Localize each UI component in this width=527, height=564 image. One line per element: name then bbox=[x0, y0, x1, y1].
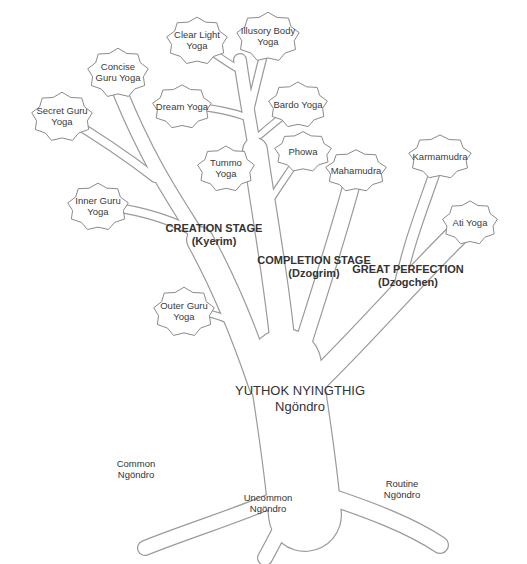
leaf-node: Illusory Body Yoga bbox=[235, 9, 301, 63]
root-label: Uncommon Ngöndro bbox=[236, 492, 300, 514]
leaf-node: Bardo Yoga bbox=[267, 79, 329, 129]
leaf-shape bbox=[153, 85, 212, 128]
leaf-node: Karmamudra bbox=[407, 132, 473, 180]
leaf-label: Phowa bbox=[288, 146, 317, 157]
leaf-node: Dream Yoga bbox=[151, 82, 213, 130]
leaf-node: Clear Light Yoga bbox=[165, 14, 229, 66]
leaf-shape bbox=[237, 12, 299, 60]
leaf-node: Concise Guru Yoga bbox=[86, 45, 150, 99]
leaf-label: Bardo Yoga bbox=[273, 99, 322, 110]
leaf-node: Secret Guru Yoga bbox=[30, 89, 94, 143]
stage-label: CREATION STAGE (Kyerim) bbox=[155, 222, 273, 248]
leaf-shape bbox=[275, 132, 332, 171]
branch-fills bbox=[66, 38, 468, 558]
branch bbox=[305, 224, 468, 392]
leaf-shape bbox=[269, 82, 328, 127]
leaf-shape bbox=[326, 150, 387, 191]
leaf-node: Mahamudra bbox=[324, 147, 388, 193]
leaf-shape bbox=[32, 92, 93, 140]
root-label: Common Ngöndro bbox=[105, 458, 167, 480]
leaf-label: Inner Guru Yoga bbox=[70, 195, 126, 217]
leaf-shape bbox=[443, 201, 498, 244]
trunk-label: YUTHOK NYINGTHIG Ngöndro bbox=[214, 383, 386, 415]
leaf-shape bbox=[88, 48, 149, 96]
leaf-node: Ati Yoga bbox=[441, 198, 499, 246]
leaf-label: Clear Light Yoga bbox=[169, 29, 225, 51]
root bbox=[325, 495, 440, 545]
leaf-shape bbox=[68, 183, 129, 229]
leaf-node: Outer Guru Yoga bbox=[152, 284, 216, 338]
leaf-label: Tummo Yoga bbox=[200, 157, 252, 179]
leaf-shape bbox=[154, 287, 215, 335]
leaf-label: Mahamudra bbox=[331, 165, 382, 176]
leaf-label: Concise Guru Yoga bbox=[90, 61, 146, 83]
leaf-label: Dream Yoga bbox=[156, 101, 208, 112]
leaf-shape bbox=[409, 135, 471, 178]
leaf-node: Phowa bbox=[273, 129, 333, 173]
leaf-label: Illusory Body Yoga bbox=[239, 25, 297, 47]
stage-label: GREAT PERFECTION (Dzogchen) bbox=[342, 263, 474, 289]
leaf-label: Outer Guru Yoga bbox=[156, 300, 212, 322]
leaf-shape bbox=[167, 17, 228, 63]
root bbox=[325, 495, 440, 545]
leaf-shape bbox=[198, 146, 255, 191]
root-label: Routine Ngöndro bbox=[371, 478, 433, 500]
leaf-node: Inner Guru Yoga bbox=[66, 180, 130, 232]
leaf-label: Ati Yoga bbox=[453, 217, 488, 228]
leaf-label: Secret Guru Yoga bbox=[34, 105, 90, 127]
branch-outlines bbox=[66, 38, 468, 558]
leaf-label: Karmamudra bbox=[413, 151, 468, 162]
leaf-node: Tummo Yoga bbox=[196, 143, 256, 193]
